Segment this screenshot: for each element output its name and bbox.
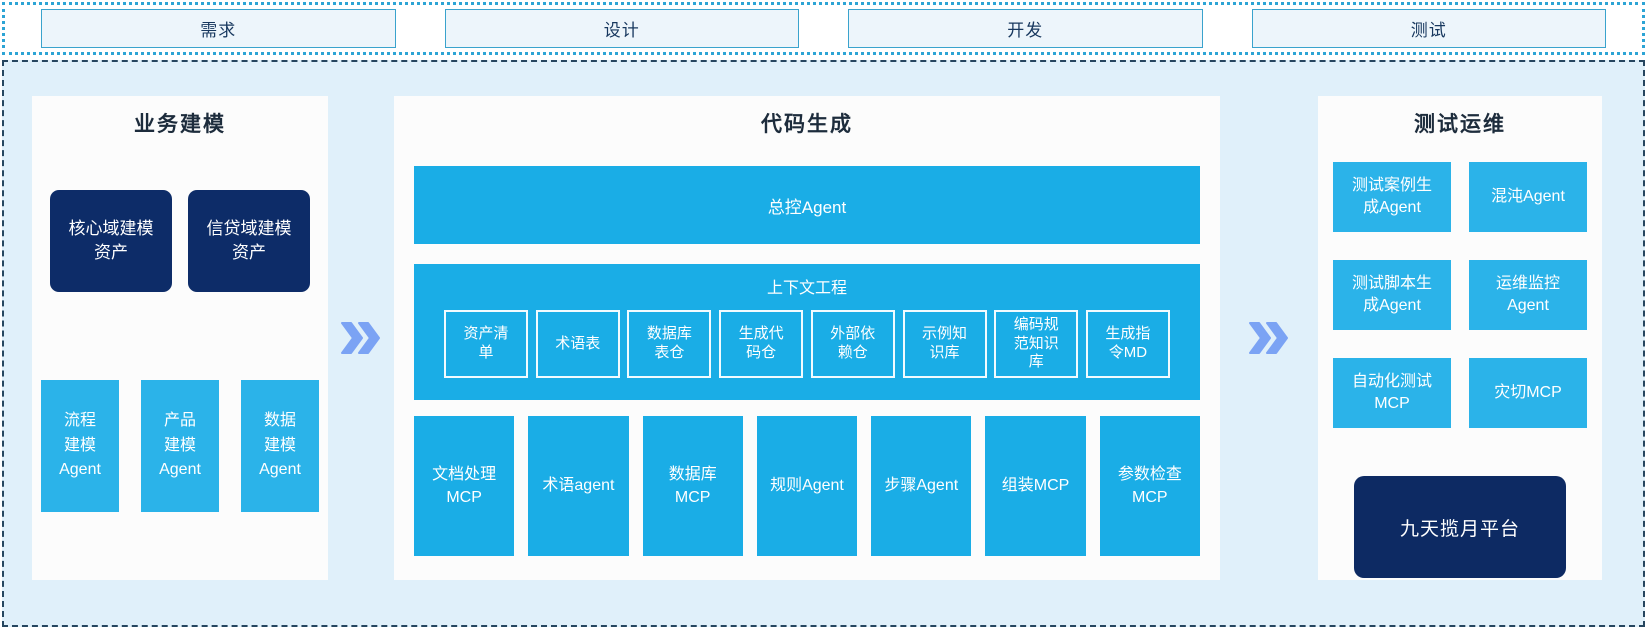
business-modeling-title: 业务建模	[134, 113, 226, 136]
data-modeling-agent-box: 数据 建模 Agent	[241, 380, 319, 512]
step-agent-box: 步骤Agent	[871, 416, 972, 556]
modeling-assets-row: 核心域建模 资产 信贷域建模 资产	[32, 190, 328, 292]
double-chevron-icon	[341, 322, 380, 354]
test-ops-title: 测试运维	[1414, 113, 1506, 136]
asset-list-box: 资产清 单	[444, 310, 528, 378]
lifecycle-stage-strip: 需求 设计 开发 测试	[2, 2, 1645, 55]
flow-arrow-right	[1220, 96, 1318, 580]
context-engineering-title: 上下文工程	[766, 280, 847, 297]
database-mcp-box: 数据库 MCP	[642, 416, 743, 556]
main-flow-area: 业务建模 核心域建模 资产 信贷域建模 资产 流程 建模 Agent 产品 建模…	[2, 60, 1645, 627]
flow-arrow-left	[328, 96, 394, 580]
database-table-repo-box: 数据库 表仓	[627, 310, 712, 378]
external-dependency-repo-box: 外部依 赖仓	[810, 310, 895, 378]
core-domain-modeling-assets-box: 核心域建模 资产	[50, 190, 172, 292]
ops-monitoring-agent-box: 运维监控 Agent	[1469, 260, 1587, 330]
test-case-generation-agent-box: 测试案例生 成Agent	[1333, 162, 1451, 232]
credit-domain-modeling-assets-box: 信贷域建模 资产	[188, 190, 310, 292]
glossary-box: 术语表	[535, 310, 620, 378]
assembly-mcp-box: 组装MCP	[985, 416, 1086, 556]
parameter-check-mcp-box: 参数检查 MCP	[1099, 416, 1200, 556]
context-items-row: 资产清 单 术语表 数据库 表仓 生成代 码仓 外部依 赖仓 示例知 识库 编码…	[444, 310, 1170, 378]
code-generation-panel: 代码生成 总控Agent 上下文工程 资产清 单 术语表 数据库 表仓 生成代 …	[394, 96, 1220, 580]
coding-standard-knowledge-base-box: 编码规 范知识 库	[994, 310, 1079, 378]
process-modeling-agent-box: 流程 建模 Agent	[41, 380, 119, 512]
test-ops-grid: 测试案例生 成Agent 混沌Agent 测试脚本生 成Agent 运维监控 A…	[1333, 162, 1587, 428]
stage-development: 开发	[848, 9, 1203, 48]
double-chevron-icon	[1249, 322, 1288, 354]
code-generation-title: 代码生成	[761, 113, 853, 136]
glossary-agent-box: 术语agent	[528, 416, 629, 556]
generated-code-repo-box: 生成代 码仓	[719, 310, 804, 378]
jiutian-lanyue-platform-box: 九天揽月平台	[1354, 476, 1566, 578]
business-modeling-panel: 业务建模 核心域建模 资产 信贷域建模 资产 流程 建模 Agent 产品 建模…	[32, 96, 328, 580]
stage-design: 设计	[444, 9, 799, 48]
rule-agent-box: 规则Agent	[756, 416, 858, 556]
document-processing-mcp-box: 文档处理 MCP	[414, 416, 515, 556]
product-modeling-agent-box: 产品 建模 Agent	[141, 380, 219, 512]
master-control-agent-bar: 总控Agent	[414, 166, 1200, 244]
disaster-switch-mcp-box: 灾切MCP	[1469, 358, 1587, 428]
automated-testing-mcp-box: 自动化测试 MCP	[1333, 358, 1451, 428]
test-ops-panel: 测试运维 测试案例生 成Agent 混沌Agent 测试脚本生 成Agent 运…	[1318, 96, 1602, 580]
generation-instruction-md-box: 生成指 令MD	[1085, 310, 1170, 378]
example-knowledge-base-box: 示例知 识库	[902, 310, 987, 378]
stage-requirements: 需求	[41, 9, 396, 48]
chaos-agent-box: 混沌Agent	[1469, 162, 1587, 232]
stage-testing: 测试	[1251, 9, 1606, 48]
modeling-agents-row: 流程 建模 Agent 产品 建模 Agent 数据 建模 Agent	[32, 380, 328, 512]
context-engineering-box: 上下文工程 资产清 单 术语表 数据库 表仓 生成代 码仓 外部依 赖仓 示例知…	[414, 264, 1200, 400]
test-script-generation-agent-box: 测试脚本生 成Agent	[1333, 260, 1451, 330]
mcp-agent-row: 文档处理 MCP 术语agent 数据库 MCP 规则Agent 步骤Agent…	[414, 416, 1200, 556]
